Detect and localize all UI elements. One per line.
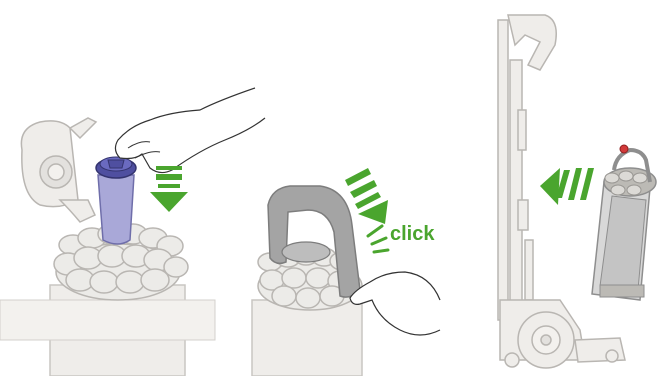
panel-insert-filter [0,88,265,376]
left-arrow-icon [540,168,594,205]
click-label: click [390,223,435,245]
down-left-arrow-icon [345,168,388,224]
cyclone-canister [592,145,656,300]
panel-attach-cyclone [498,15,656,368]
hand-outline-1 [115,88,265,173]
open-lid [21,118,96,222]
down-arrow-icon [150,166,188,212]
click-sound-lines [368,226,388,252]
vacuum-base-2 [252,300,362,376]
vacuum-base-band [0,300,215,340]
post-motor-filter [96,157,136,244]
filter-top-2 [282,242,330,262]
panel-close-lid: click [252,168,440,376]
hand-outline-2 [350,272,440,335]
